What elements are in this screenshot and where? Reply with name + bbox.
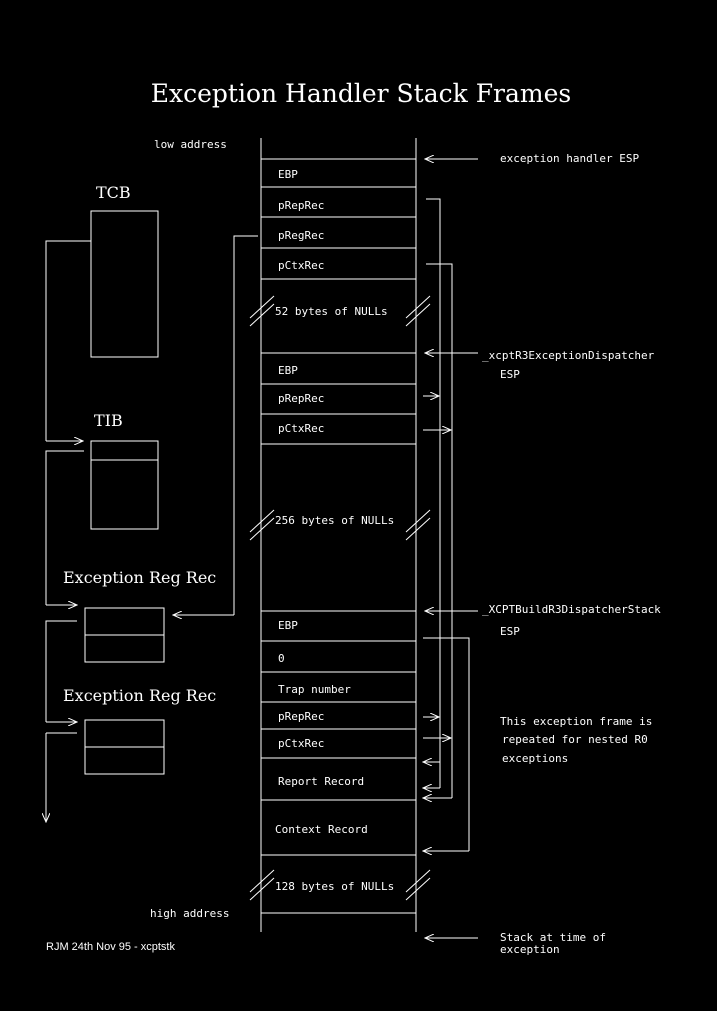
pregrec-to-regrec1-arrow — [173, 235, 258, 615]
tcb-label: TCB — [96, 183, 131, 202]
frame3-trap-number: Trap number — [278, 683, 351, 696]
dispatcher-1-label: _xcptR3ExceptionDispatcher — [482, 349, 655, 362]
tcb-box — [90, 210, 159, 358]
frame3-ebp-pointer — [423, 637, 470, 851]
frame2-nulls: 256 bytes of NULLs — [275, 514, 394, 527]
low-address-label: low address — [154, 138, 227, 151]
footer-credit: RJM 24th Nov 95 - xcptstk — [46, 941, 175, 953]
frame1-pctxrec: pCtxRec — [278, 259, 324, 272]
tib-box — [90, 440, 159, 530]
frame3-zero: 0 — [278, 652, 285, 665]
regrec2-next-arrow — [46, 732, 77, 822]
break-marks-128 — [249, 869, 431, 901]
report-record: Report Record — [278, 775, 364, 788]
repeat-note-line2: repeated for nested R0 — [502, 733, 648, 746]
repeat-note-line3: exceptions — [502, 752, 568, 765]
tib-to-regrec1-arrow — [45, 450, 84, 605]
frame1-pregrec: pRegRec — [278, 229, 324, 242]
stack-time-line2: exception — [500, 943, 560, 956]
dispatcher-1-esp-label: ESP — [500, 368, 520, 381]
stack-column — [260, 138, 417, 932]
tcb-to-tib-arrow — [45, 240, 91, 441]
frame1-nulls: 52 bytes of NULLs — [275, 305, 388, 318]
frame1-preprec: pRepRec — [278, 199, 324, 212]
context-record: Context Record — [275, 823, 368, 836]
regrec1-to-regrec2-arrow — [45, 620, 77, 722]
repeat-note-line1: This exception frame is — [500, 715, 652, 728]
break-marks-256 — [249, 509, 431, 541]
frame3-preprec: pRepRec — [278, 710, 324, 723]
frame2-ebp: EBP — [278, 364, 298, 377]
frame1-ebp: EBP — [278, 168, 298, 181]
stack-time-line1: Stack at time of — [500, 931, 606, 944]
frame2-preprec: pRepRec — [278, 392, 324, 405]
break-marks-52 — [249, 295, 431, 327]
exception-reg-rec-2-label: Exception Reg Rec — [63, 686, 216, 705]
frame2-pctxrec: pCtxRec — [278, 422, 324, 435]
frame1-pctxrec-pointer — [423, 263, 453, 798]
high-address-label: high address — [150, 907, 229, 920]
dispatcher-2-esp-label: ESP — [500, 625, 520, 638]
frame3-pctxrec: pCtxRec — [278, 737, 324, 750]
frame3-nulls: 128 bytes of NULLs — [275, 880, 394, 893]
diagram-title: Exception Handler Stack Frames — [151, 79, 572, 108]
dispatcher-2-label: _XCPTBuildR3DispatcherStack — [482, 603, 661, 616]
frame1-preprec-pointer — [423, 198, 441, 788]
exception-reg-rec-1-label: Exception Reg Rec — [63, 568, 216, 587]
tib-label: TIB — [94, 411, 123, 430]
frame3-ebp: EBP — [278, 619, 298, 632]
handler-esp-label: exception handler ESP — [500, 152, 639, 165]
